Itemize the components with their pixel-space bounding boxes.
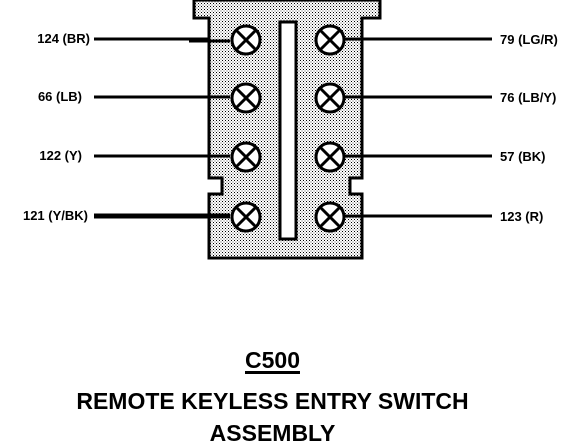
connector-title-line-2: ASSEMBLY	[209, 420, 336, 446]
circle-x-icon	[230, 141, 262, 173]
pin-label-right-4: 123 (R)	[500, 209, 544, 224]
pin-label-left-4: 121 (Y/BK)	[22, 208, 88, 223]
pin-label-right-2: 76 (LB/Y)	[500, 90, 557, 105]
circle-x-icon	[314, 82, 346, 114]
connector-id-text: C500	[245, 347, 300, 373]
pin-label-left-2: 66 (LB)	[37, 89, 82, 104]
pin-label-right-1: 79 (LG/R)	[500, 32, 558, 47]
circle-x-icon	[314, 141, 346, 173]
pin-label-right-3: 57 (BK)	[500, 149, 546, 164]
terminals	[230, 24, 346, 233]
circle-x-icon	[230, 201, 262, 233]
circle-x-icon	[230, 24, 262, 56]
left-wires	[94, 37, 230, 219]
connector-id: C500	[0, 347, 545, 373]
pin-label-left-1: 124 (BR)	[37, 31, 90, 46]
connector-title-line-1: REMOTE KEYLESS ENTRY SWITCH	[76, 388, 469, 414]
pin-label-left-3: 122 (Y)	[39, 148, 82, 163]
center-lock-bar	[278, 20, 298, 241]
circle-x-icon	[314, 201, 346, 233]
circle-x-icon	[314, 24, 346, 56]
circle-x-icon	[230, 82, 262, 114]
right-wires	[345, 37, 492, 218]
